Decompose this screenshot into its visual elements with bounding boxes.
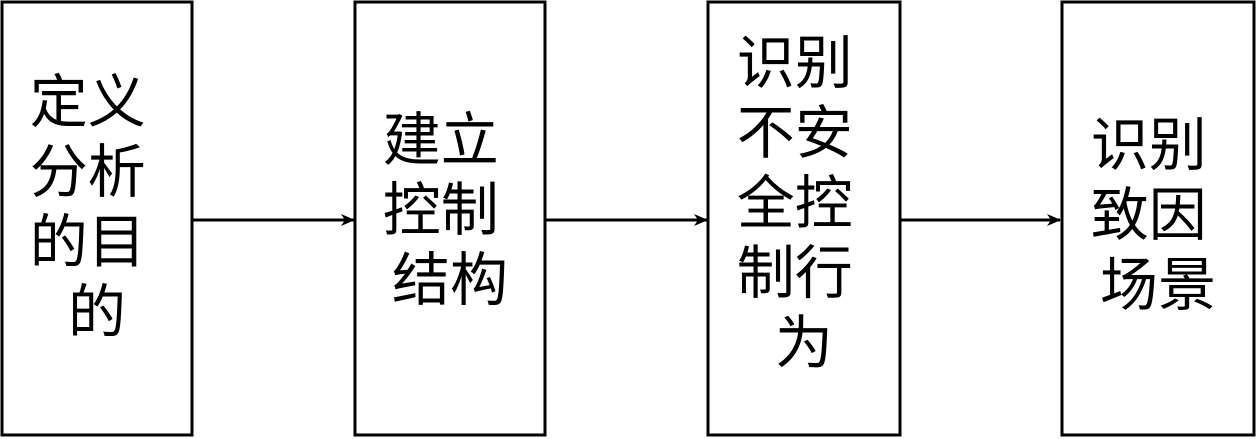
step-1-label: 定义 分析 的目 的 xyxy=(30,68,164,346)
step-1-line-3: 的目 xyxy=(30,208,146,276)
step-2-line-1: 建立 xyxy=(383,106,499,174)
step-box-2-border xyxy=(353,0,547,437)
step-1-line-2: 分析 xyxy=(30,138,146,206)
step-3-line-1: 识别 xyxy=(737,29,853,97)
step-3-line-3: 全控 xyxy=(737,169,853,237)
step-box-define-purpose: 定义 分析 的目 的 xyxy=(0,0,194,437)
step-box-identify-unsafe-control-actions: 识别 不安 全控 制行 为 xyxy=(706,0,902,437)
step-box-identify-causal-scenarios: 识别 致因 场景 xyxy=(1060,0,1256,437)
step-2-line-2: 控制 xyxy=(383,176,499,244)
step-box-3-border xyxy=(706,0,902,437)
step-box-4-border xyxy=(1060,0,1256,437)
step-4-line-1: 识别 xyxy=(1091,111,1207,179)
step-3-line-4: 制行 xyxy=(737,239,853,307)
step-3-line-5: 为 xyxy=(775,309,833,377)
step-2-line-3: 结构 xyxy=(392,246,508,314)
step-3-label: 识别 不安 全控 制行 为 xyxy=(737,29,871,377)
step-1-line-4: 的 xyxy=(68,278,126,346)
step-2-label: 建立 控制 结构 xyxy=(383,106,517,314)
step-4-line-2: 致因 xyxy=(1091,181,1207,249)
step-box-build-control-structure: 建立 控制 结构 xyxy=(353,0,547,437)
step-1-line-1: 定义 xyxy=(30,68,146,136)
step-4-line-3: 场景 xyxy=(1100,251,1216,319)
step-box-1-border xyxy=(0,0,194,437)
step-3-line-2: 不安 xyxy=(737,99,853,167)
step-4-label: 识别 致因 场景 xyxy=(1091,111,1225,319)
